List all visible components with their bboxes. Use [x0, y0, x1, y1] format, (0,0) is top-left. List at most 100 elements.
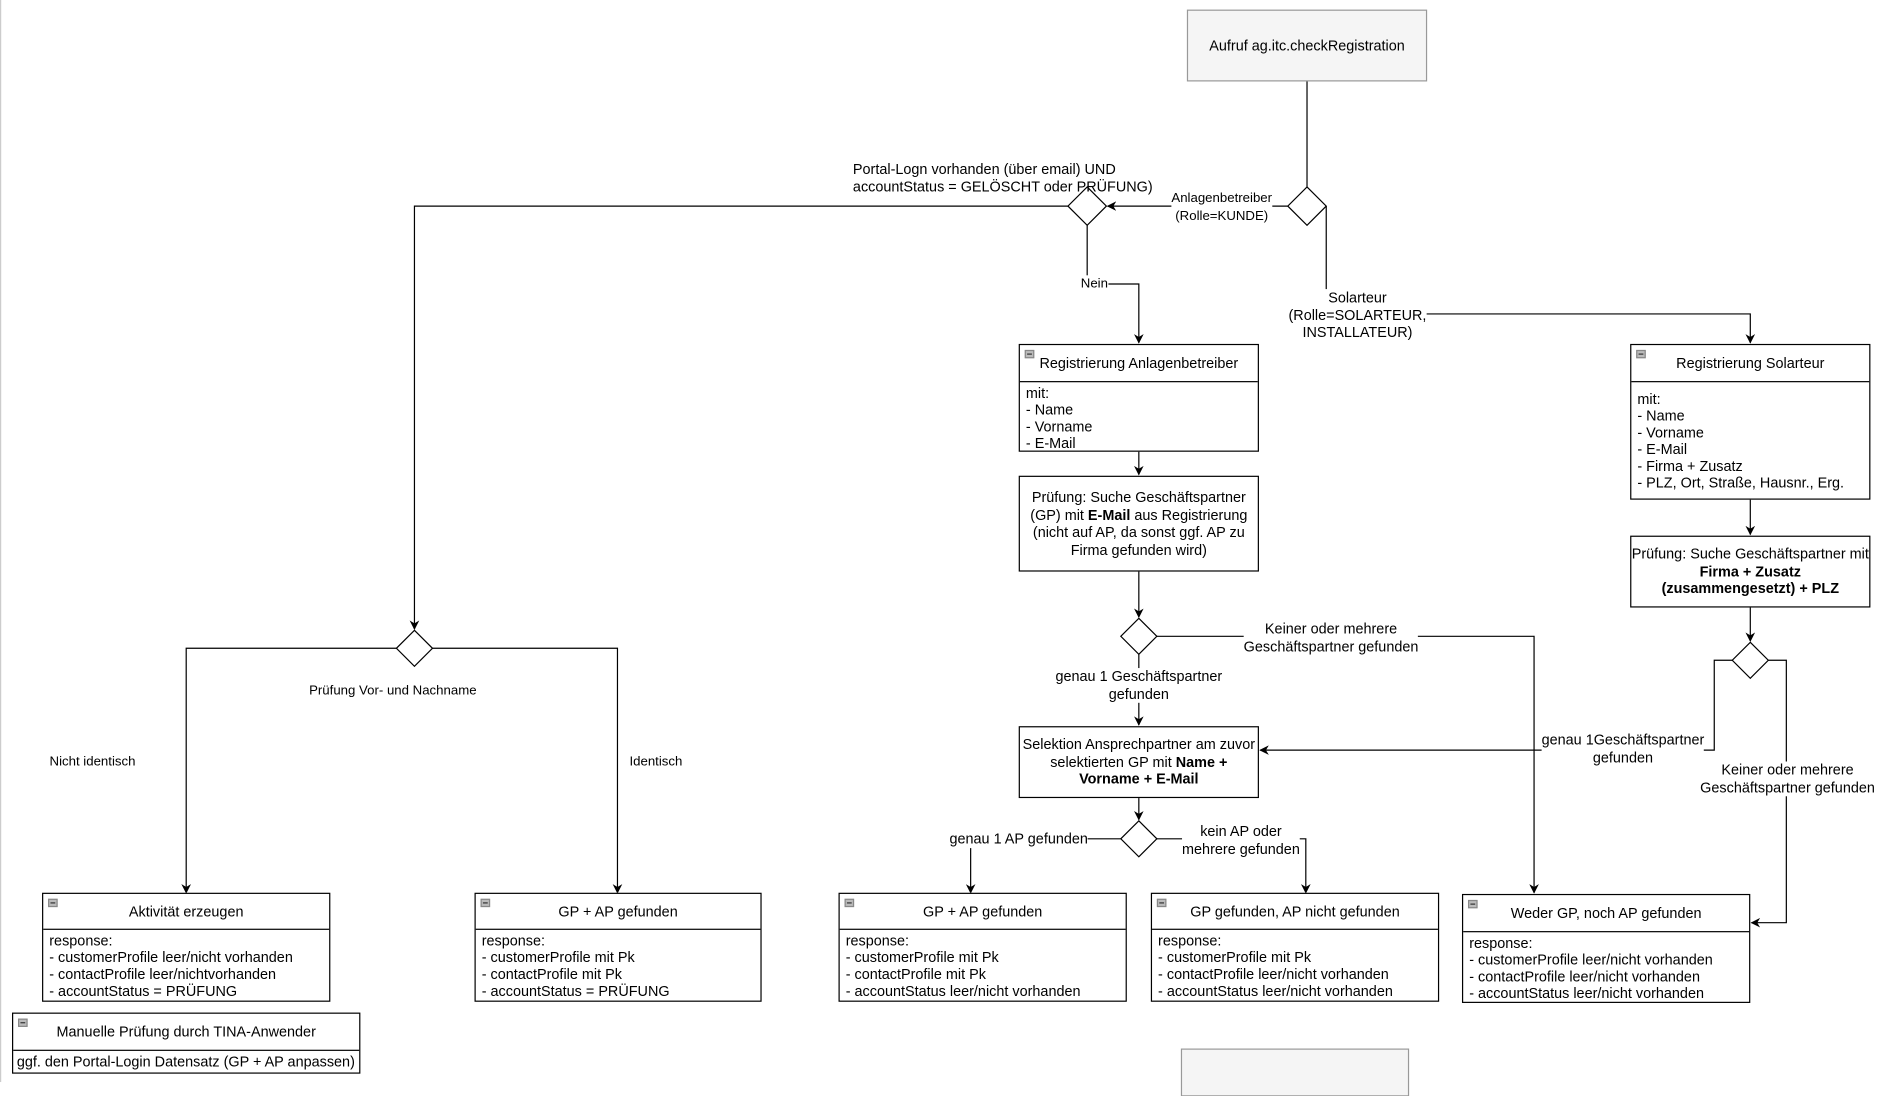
text-line: - accountStatus = PRÜFUNG	[49, 982, 238, 1000]
label-nicht-identisch: Nicht identisch	[49, 753, 136, 771]
edge-d2-nein	[1086, 225, 1144, 344]
text-line: E-Mail	[1087, 506, 1131, 524]
text-line: Prüfung: Suche Geschäftspartner mit	[1631, 545, 1869, 563]
text-line: Vorname + E-Mail	[1079, 770, 1199, 788]
edge-d6-selektion	[1259, 659, 1733, 755]
node-body: response:- customerProfile mit Pk- conta…	[840, 930, 1126, 1001]
text-line: response:	[1158, 932, 1222, 950]
decision-ap	[1119, 819, 1158, 858]
collapse-icon[interactable]	[1156, 898, 1167, 908]
manuelle-pruefung-node[interactable]: Manuelle Prüfung durch TINA-Anwender ggf…	[12, 1012, 361, 1074]
edge-d3-aktivitaet	[181, 647, 397, 894]
text-line: Keiner oder mehrere	[1264, 620, 1398, 637]
decision-gp-firma	[1731, 641, 1770, 680]
text-line: selektierten GP mit	[1050, 753, 1176, 771]
node-body: mit:- Name- Vorname- E-Mail- Firma + Zus…	[1631, 382, 1869, 498]
collapse-icon[interactable]	[1467, 899, 1478, 909]
text-line: - customerProfile mit Pk	[481, 949, 635, 966]
text-line: Firma + Zusatz	[1699, 562, 1801, 580]
text-line: - PLZ, Ort, Straße, Hausnr., Erg.	[1637, 474, 1845, 492]
text-line: (GP) mit	[1030, 506, 1088, 524]
edge-d1-solarteur	[1325, 206, 1756, 344]
text-line: (nicht auf AP, da sonst ggf. AP zu	[1032, 523, 1245, 541]
collapse-icon[interactable]	[48, 898, 58, 908]
node-body: ggf. den Portal-Login Datensatz (GP + AP…	[13, 1051, 359, 1073]
text-line: - Name	[1025, 401, 1074, 419]
node-body: response:- customerProfile mit Pk- conta…	[476, 930, 761, 1001]
collapse-icon[interactable]	[480, 898, 491, 908]
text-line: ggf. den Portal-Login Datensatz (GP + AP…	[16, 1053, 355, 1071]
partial-node[interactable]	[1180, 1048, 1410, 1096]
result-gp-ap-2[interactable]: GP + AP gefunden response:- customerProf…	[838, 892, 1127, 1002]
collapse-icon[interactable]	[18, 1018, 28, 1027]
pruefung-firma-node[interactable]: Prüfung: Suche Geschäftspartner mit Firm…	[1630, 535, 1871, 608]
text-line: accountStatus = GELÖSCHT oder PRÜFUNG)	[852, 177, 1153, 195]
decision-role	[1286, 186, 1328, 227]
selektion-node[interactable]: Selektion Ansprechpartner am zuvor selek…	[1018, 726, 1259, 799]
text-line: - E-Mail	[1637, 440, 1688, 458]
text-line: - accountStatus leer/nicht vorhanden	[845, 982, 1081, 1000]
text-line: - contactProfile leer/nicht vorhanden	[1158, 965, 1389, 983]
decision-name-check	[395, 629, 434, 668]
collapse-icon[interactable]	[1024, 349, 1035, 359]
text-line: - accountStatus = PRÜFUNG	[481, 982, 670, 1000]
edge-d3-gpap	[432, 647, 623, 894]
start-title: Aufruf ag.itc.checkRegistration	[1209, 37, 1405, 54]
node-body: response:- customerProfile mit Pk- conta…	[1152, 930, 1438, 1001]
text-line: gefunden	[1108, 685, 1169, 703]
text-line: (zusammengesetzt) + PLZ	[1661, 580, 1840, 598]
text-line: response:	[845, 932, 910, 950]
result-weder[interactable]: Weder GP, noch AP gefunden response:- cu…	[1461, 893, 1751, 1003]
text-line: - Vorname	[1025, 418, 1093, 435]
text-line: (Rolle=SOLARTEUR,	[1288, 306, 1427, 324]
reg-solarteur-node[interactable]: Registrierung Solarteur mit:- Name- Vorn…	[1630, 343, 1871, 500]
text-line: - Firma + Zusatz	[1637, 457, 1743, 475]
node-title: Aktivität erzeugen	[43, 894, 330, 930]
node-title: GP + AP gefunden	[475, 894, 761, 930]
text-line: - Name	[1637, 407, 1685, 425]
text-line: Anlagenbetreiber	[1171, 191, 1273, 206]
result-aktivitaet[interactable]: Aktivität erzeugen response:- customerPr…	[42, 892, 331, 1002]
text-line: genau 1 Geschäftspartner	[1055, 668, 1223, 685]
decision-portal-login	[1067, 186, 1108, 227]
text-line: - customerProfile leer/nicht vorhanden	[1469, 951, 1713, 969]
text-line: - customerProfile leer/nicht vorhanden	[49, 949, 293, 966]
label-nein: Nein	[1080, 275, 1108, 293]
decision-gp-email	[1119, 617, 1158, 656]
label-pruefung-name: Prüfung Vor- und Nachname	[309, 682, 477, 701]
label-solarteur: Solarteur(Rolle=SOLARTEUR,INSTALLATEUR)	[1288, 289, 1427, 342]
pruefung-email-node[interactable]: Prüfung: Suche Geschäftspartner (GP) mit…	[1018, 475, 1259, 572]
text-line: Firma gefunden wird)	[1070, 541, 1207, 558]
node-body: response:- customerProfile leer/nicht vo…	[43, 930, 329, 1001]
edge-d2-d3	[409, 205, 1068, 631]
node-title: Manuelle Prüfung durch TINA-Anwender	[13, 1014, 360, 1051]
result-gp-ap-1[interactable]: GP + AP gefunden response:- customerProf…	[474, 892, 762, 1002]
node-body: mit:- Name- Vorname- E-Mail	[1020, 382, 1258, 452]
collapse-icon[interactable]	[844, 898, 855, 908]
collapse-icon[interactable]	[1636, 349, 1646, 359]
text-line: - customerProfile mit Pk	[1158, 949, 1312, 966]
reg-anlagenbetreiber-node[interactable]: Registrierung Anlagenbetreiber mit:- Nam…	[1018, 343, 1259, 452]
text-line: - accountStatus leer/nicht vorhanden	[1158, 982, 1393, 1000]
text-line: aus Registrierung	[1130, 506, 1248, 524]
result-gp-no-ap[interactable]: GP gefunden, AP nicht gefunden response:…	[1150, 892, 1440, 1002]
text-line: - accountStatus leer/nicht vorhanden	[1469, 985, 1704, 1002]
node-title: Registrierung Solarteur	[1631, 345, 1870, 383]
text-line: mehrere gefunden	[1182, 840, 1300, 857]
node-title: Registrierung Anlagenbetreiber	[1019, 345, 1258, 383]
label-genau1-ap: genau 1 AP gefunden	[949, 830, 1088, 848]
text-line: - E-Mail	[1025, 434, 1076, 452]
text-line: Name +	[1175, 753, 1228, 771]
text-line: - contactProfile mit Pk	[845, 965, 986, 983]
text-line: Selektion Ansprechpartner am zuvor	[1022, 736, 1256, 753]
label-anlagenbetreiber: Anlagenbetreiber(Rolle=KUNDE)	[1171, 189, 1273, 225]
start-node[interactable]: Aufruf ag.itc.checkRegistration	[1186, 9, 1428, 82]
text-line: - customerProfile mit Pk	[845, 949, 999, 966]
label-identisch: Identisch	[629, 753, 683, 771]
text-line: Solarteur	[1328, 289, 1387, 306]
text-line: gefunden	[1592, 748, 1654, 766]
